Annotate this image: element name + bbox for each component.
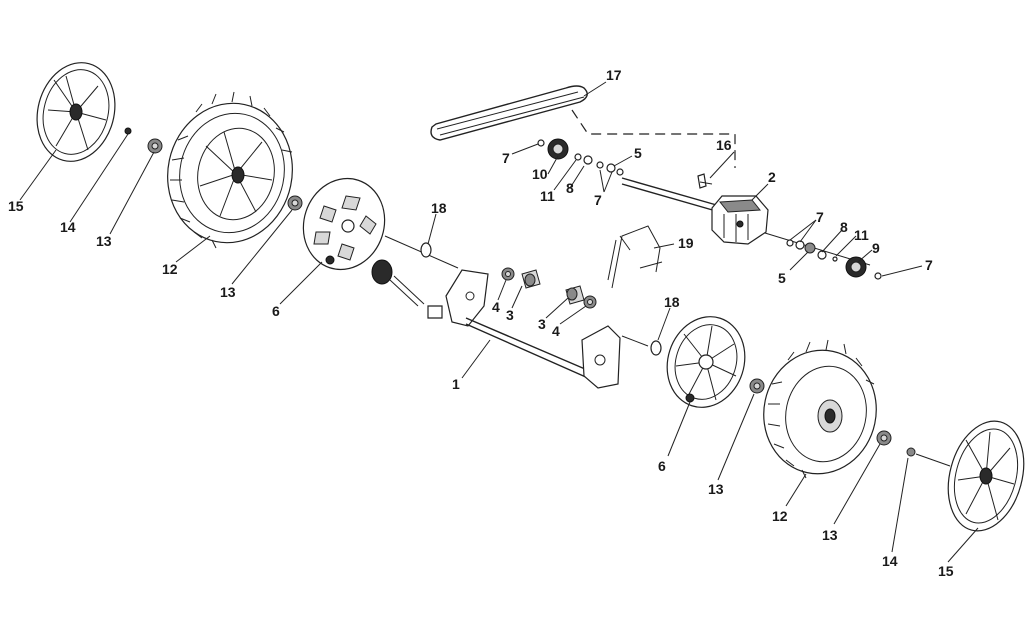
wheel-left [167, 91, 293, 249]
height-adjust-bracket-left [427, 269, 489, 327]
washer [574, 153, 582, 161]
callout-14: 14 [60, 219, 76, 235]
callout-7: 7 [925, 257, 933, 273]
callout-18: 18 [431, 200, 447, 216]
bearing [749, 378, 765, 394]
drive-belt [430, 85, 588, 141]
callout-3: 3 [538, 316, 546, 332]
axle-line-right [621, 335, 649, 347]
callout-labels: 17 16 2 7 10 11 8 7 5 7 8 11 9 5 7 19 18… [8, 67, 954, 579]
spacer-washer-right [650, 340, 662, 356]
washer [786, 239, 794, 247]
main-axle [465, 317, 593, 379]
retaining-clip [832, 256, 838, 262]
hub-axis-line [915, 453, 951, 467]
bearing [147, 138, 163, 154]
wheel-bolt [124, 127, 132, 135]
callout-16: 16 [716, 137, 732, 153]
pinion-gear-right [845, 256, 867, 278]
callout-4: 4 [492, 299, 500, 315]
callout-14: 14 [882, 553, 898, 569]
callout-18: 18 [664, 294, 680, 310]
callout-15: 15 [938, 563, 954, 579]
callout-1: 1 [452, 376, 460, 392]
callout-13: 13 [220, 284, 236, 300]
hub-cap-right [947, 420, 1025, 532]
belt-routing-dashed-line [571, 109, 736, 168]
washer [817, 250, 827, 260]
gear-cover-right [666, 316, 746, 408]
washer [616, 168, 624, 176]
callout-6: 6 [658, 458, 666, 474]
spacer-washer-left [420, 242, 432, 258]
callout-13: 13 [708, 481, 724, 497]
height-adjust-knob [371, 259, 425, 307]
callout-5: 5 [778, 270, 786, 286]
cable-guide [607, 225, 663, 289]
callout-4: 4 [552, 323, 560, 339]
bushing [565, 285, 585, 305]
callout-6: 6 [272, 303, 280, 319]
washer [596, 161, 604, 169]
callout-17: 17 [606, 67, 622, 83]
callout-7: 7 [502, 150, 510, 166]
callout-11: 11 [540, 188, 555, 204]
cable-bracket [697, 173, 713, 189]
callout-9: 9 [872, 240, 880, 256]
bearing [287, 195, 303, 211]
callout-19: 19 [678, 235, 694, 251]
callout-13: 13 [96, 233, 112, 249]
callout-7: 7 [594, 192, 602, 208]
washer [606, 163, 616, 173]
callout-8: 8 [840, 219, 848, 235]
retaining-clip [537, 139, 545, 147]
bearing [876, 430, 892, 446]
callout-12: 12 [772, 508, 788, 524]
callout-12: 12 [162, 261, 178, 277]
height-adjust-bracket-right [581, 325, 621, 389]
retaining-clip [874, 272, 882, 280]
callout-13: 13 [822, 527, 838, 543]
gear-cover-left [302, 177, 386, 271]
washer [804, 242, 816, 254]
callout-11: 11 [854, 227, 869, 243]
bearing-small [583, 295, 597, 309]
callout-10: 10 [532, 166, 548, 182]
callout-3: 3 [506, 307, 514, 323]
transmission-gearbox [711, 195, 769, 245]
washer [583, 155, 593, 165]
bearing-small [501, 267, 515, 281]
callout-5: 5 [634, 145, 642, 161]
callout-7: 7 [816, 209, 824, 225]
hub-cap-left [36, 62, 116, 162]
pinion-gear-left [547, 138, 569, 160]
bushing [521, 269, 541, 289]
callout-8: 8 [566, 180, 574, 196]
wheel-right [763, 339, 877, 479]
washer [795, 240, 805, 250]
leader-lines [19, 81, 979, 563]
callout-15: 15 [8, 198, 24, 214]
wheel-bolt [906, 447, 916, 457]
callout-2: 2 [768, 169, 776, 185]
